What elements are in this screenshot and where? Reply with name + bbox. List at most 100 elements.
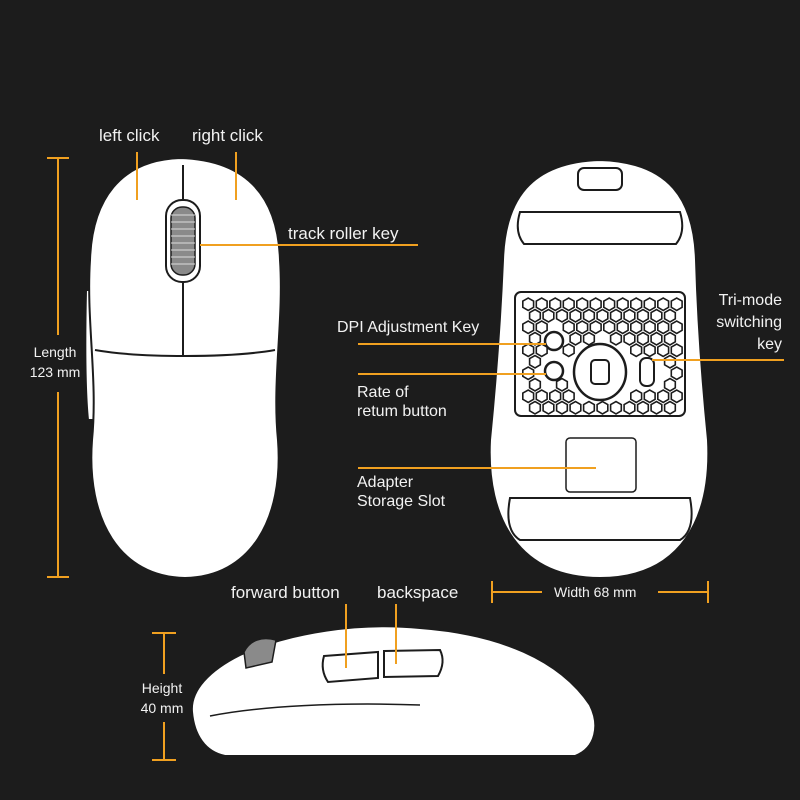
honeycomb-hole xyxy=(650,331,663,346)
honeycomb-hole xyxy=(623,308,636,323)
honeycomb-hole xyxy=(670,366,683,381)
honeycomb-hole xyxy=(650,400,663,415)
honeycomb-hole xyxy=(623,400,636,415)
honeycomb-hole xyxy=(542,308,555,323)
height-label-line2: 40 mm xyxy=(140,700,184,716)
honeycomb-holes xyxy=(521,297,683,415)
side-view-scroll xyxy=(243,637,277,669)
honeycomb-hole xyxy=(596,400,609,415)
honeycomb-hole xyxy=(636,331,650,346)
honeycomb-hole xyxy=(528,308,542,323)
honeycomb-hole xyxy=(670,320,683,335)
honeycomb-hole xyxy=(656,389,670,404)
honeycomb-hole xyxy=(521,389,535,404)
honeycomb-hole xyxy=(542,400,555,415)
honeycomb-hole xyxy=(535,297,548,312)
honeycomb-hole xyxy=(616,320,629,335)
side-view-forward-button xyxy=(321,650,379,684)
honeycomb-hole xyxy=(569,331,582,346)
honeycomb-hole xyxy=(656,297,670,312)
honeycomb-hole xyxy=(663,377,677,392)
top-skate xyxy=(516,211,684,245)
honeycomb-hole xyxy=(575,320,589,335)
honeycomb-hole xyxy=(629,297,643,312)
honeycomb-hole xyxy=(535,320,548,335)
honeycomb-hole xyxy=(663,308,677,323)
honeycomb-hole xyxy=(643,343,656,358)
honeycomb-hole xyxy=(582,331,596,346)
tri-mode-label: Tri-mode switching key xyxy=(690,290,782,356)
adapter-label: Adapter Storage Slot xyxy=(357,473,445,511)
honeycomb-hole xyxy=(555,377,569,392)
top-view-button-line xyxy=(94,349,276,357)
honeycomb-hole xyxy=(582,400,596,415)
scroll-wheel xyxy=(165,199,201,283)
bottom-skate xyxy=(507,497,693,541)
forward-button-label: forward button xyxy=(231,583,340,602)
rate-button xyxy=(543,360,565,382)
honeycomb-hole xyxy=(670,343,683,358)
honeycomb-hole xyxy=(656,343,670,358)
length-label-line2: 123 mm xyxy=(29,364,81,380)
dpi-button xyxy=(543,330,565,352)
honeycomb-hole xyxy=(555,308,569,323)
honeycomb-hole xyxy=(589,320,602,335)
honeycomb-hole xyxy=(528,377,542,392)
mouse-side-view xyxy=(190,625,597,757)
honeycomb-hole xyxy=(575,297,589,312)
honeycomb-hole xyxy=(643,320,656,335)
mouse-bottom-view xyxy=(488,158,710,580)
honeycomb-hole xyxy=(636,400,650,415)
right-click-label: right click xyxy=(192,126,263,145)
honeycomb-hole xyxy=(528,400,542,415)
honeycomb-hole xyxy=(555,400,569,415)
honeycomb-hole xyxy=(663,400,677,415)
honeycomb-hole xyxy=(596,308,609,323)
honeycomb-hole xyxy=(562,297,575,312)
length-label-line1: Length xyxy=(33,344,77,360)
honeycomb-hole xyxy=(629,320,643,335)
sensor-lens xyxy=(590,359,610,385)
height-label-line1: Height xyxy=(141,680,183,696)
tri-mode-label-line2: switching xyxy=(716,314,782,331)
rate-label: Rate of retum button xyxy=(357,383,447,421)
track-roller-key-label: track roller key xyxy=(288,224,399,243)
honeycomb-hole xyxy=(521,343,535,358)
honeycomb-hole xyxy=(609,331,623,346)
tri-mode-switch xyxy=(639,357,655,387)
honeycomb-hole xyxy=(663,331,677,346)
honeycomb-hole xyxy=(548,297,562,312)
backspace-label: backspace xyxy=(377,583,459,602)
adapter-slot xyxy=(565,437,637,493)
honeycomb-hole xyxy=(636,308,650,323)
tri-mode-label-line3: key xyxy=(757,336,782,353)
rate-label-line1: Rate of xyxy=(357,384,409,401)
honeycomb-hole xyxy=(569,308,582,323)
height-label: Height 40 mm xyxy=(132,678,192,718)
honeycomb-hole xyxy=(602,297,616,312)
honeycomb-hole xyxy=(548,389,562,404)
honeycomb-hole xyxy=(643,389,656,404)
rate-label-line2: retum button xyxy=(357,403,447,420)
honeycomb-hole xyxy=(629,343,643,358)
left-click-label: left click xyxy=(99,126,160,145)
honeycomb-hole xyxy=(535,389,548,404)
honeycomb-hole xyxy=(650,308,663,323)
honeycomb-hole xyxy=(582,308,596,323)
bottom-view-notch xyxy=(577,167,623,191)
dpi-key-label: DPI Adjustment Key xyxy=(337,319,480,336)
honeycomb-hole xyxy=(589,297,602,312)
honeycomb-hole xyxy=(569,400,582,415)
honeycomb-hole xyxy=(521,297,535,312)
honeycomb-hole xyxy=(562,343,575,358)
tri-mode-label-line1: Tri-mode xyxy=(718,292,782,309)
honeycomb-hole xyxy=(609,400,623,415)
side-view-bottom-line xyxy=(209,703,421,717)
honeycomb-hole xyxy=(656,320,670,335)
width-label: Width 68 mm xyxy=(554,584,637,600)
honeycomb-hole xyxy=(670,389,683,404)
top-view-body xyxy=(88,156,282,580)
side-view-back-button xyxy=(383,648,444,679)
honeycomb-hole xyxy=(643,297,656,312)
